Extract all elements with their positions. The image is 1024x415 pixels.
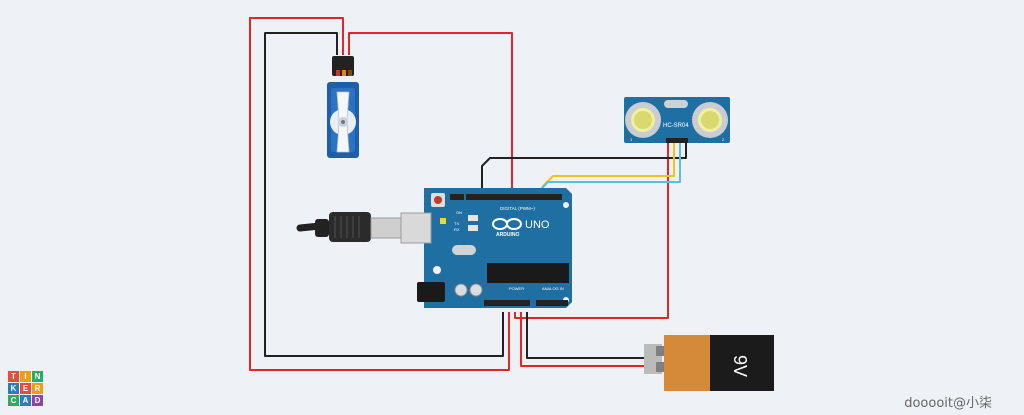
logo-letter: D bbox=[32, 395, 43, 406]
digital-header bbox=[466, 194, 562, 200]
wire-servo-signal[interactable] bbox=[348, 32, 513, 195]
wire-sensor-echo[interactable] bbox=[537, 143, 681, 195]
wire-battery-negative[interactable] bbox=[526, 312, 645, 359]
power-label: POWER bbox=[509, 286, 524, 291]
on-label: ON bbox=[456, 210, 462, 215]
microcontroller-chip bbox=[487, 263, 569, 283]
wire-servo-power[interactable] bbox=[249, 17, 510, 371]
battery-label: 9V bbox=[730, 355, 750, 377]
wire-sensor-trig[interactable] bbox=[542, 143, 675, 195]
wire-battery-positive[interactable] bbox=[520, 312, 645, 367]
ultrasonic-sensor[interactable]: HC-SR04 1 2 bbox=[624, 97, 730, 143]
sensor-pin-left: 1 bbox=[630, 137, 633, 142]
logo-letter: R bbox=[32, 383, 43, 394]
sensor-pin-right: 2 bbox=[722, 137, 725, 142]
battery-terminal-negative bbox=[656, 362, 666, 372]
power-jack bbox=[417, 282, 445, 302]
wire-sensor-gnd[interactable] bbox=[481, 143, 687, 195]
tx-label: TX bbox=[454, 221, 459, 226]
power-header bbox=[484, 300, 530, 306]
battery-terminal-positive bbox=[656, 346, 666, 356]
sensor-model-text: HC-SR04 bbox=[663, 123, 689, 129]
logo-letter: K bbox=[8, 383, 19, 394]
digital-label: DIGITAL (PWM~) bbox=[500, 206, 535, 211]
servo-motor[interactable] bbox=[327, 56, 359, 158]
rx-label: RX bbox=[454, 227, 460, 232]
logo-letter: E bbox=[20, 383, 31, 394]
logo-letter: I bbox=[20, 371, 31, 382]
watermark: dooooit@小柒 bbox=[904, 396, 992, 411]
logo-letter: A bbox=[20, 395, 31, 406]
wires bbox=[249, 17, 687, 371]
logo-letter: T bbox=[8, 371, 19, 382]
arduino-board[interactable]: ARDUINO UNO DIGITAL (PWM~) ON TX RX POWE… bbox=[400, 188, 572, 308]
battery-9v[interactable]: 9V bbox=[644, 335, 774, 391]
logo-letter: C bbox=[8, 395, 19, 406]
analog-header bbox=[536, 300, 568, 306]
analog-label: ANALOG IN bbox=[542, 286, 564, 291]
board-brand-text: ARDUINO bbox=[496, 232, 519, 238]
board-model-text: UNO bbox=[525, 219, 550, 231]
wire-servo-ground[interactable] bbox=[264, 32, 504, 357]
wire-sensor-vcc[interactable] bbox=[514, 143, 669, 319]
logo-letter: N bbox=[32, 371, 43, 382]
